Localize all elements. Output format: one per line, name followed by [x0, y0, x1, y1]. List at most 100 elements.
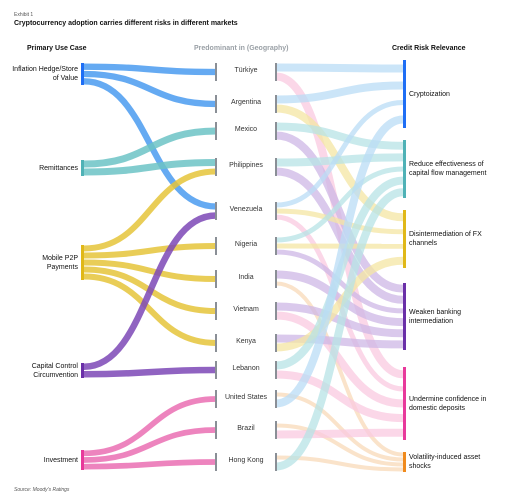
risk-label-volatility: Volatility-induced asset shocks — [409, 454, 481, 470]
geography-label-brazil: Brazil — [237, 425, 255, 432]
node-bar-left-venezuela — [215, 202, 217, 220]
exhibit-label: Exhibit 1 — [14, 12, 34, 18]
diagram-title: Cryptocurrency adoption carries differen… — [14, 20, 238, 27]
node-bar-left-lebanon — [215, 361, 217, 379]
geography-label-kenya: Kenya — [236, 338, 256, 345]
flow-right-argentina-cryptoization — [275, 81, 404, 104]
flow-right-mexico-capital_flow — [275, 122, 404, 150]
node-bar-right-turkiye — [275, 63, 277, 81]
node-bar-cryptoization — [403, 60, 406, 128]
geography-label-vietnam: Vietnam — [233, 306, 259, 313]
flow-right-brazil-deposits — [275, 428, 404, 439]
node-bar-capital_control — [81, 363, 84, 378]
node-bar-left-turkiye — [215, 63, 217, 81]
geography-label-hong_kong: Hong Kong — [228, 457, 264, 464]
node-bar-remittances — [81, 160, 84, 176]
node-bar-left-india — [215, 270, 217, 288]
use-case-label-p2p: Mobile P2P Payments — [42, 254, 78, 271]
node-bar-p2p — [81, 245, 84, 280]
node-bar-right-philippines — [275, 158, 277, 176]
risk-label-fx: Disintermediation of FX channels — [409, 231, 482, 247]
flow-left-p2p-kenya — [83, 273, 217, 346]
flow-left-investment-brazil — [83, 427, 217, 463]
flow-right-philippines-capital_flow — [275, 153, 404, 167]
node-bar-right-argentina — [275, 95, 277, 113]
flow-left-investment-hong_kong — [83, 459, 217, 470]
node-bar-inflation — [81, 63, 84, 85]
node-bar-right-kenya — [275, 334, 277, 352]
node-bar-right-brazil — [275, 421, 277, 439]
geography-label-mexico: Mexico — [234, 126, 258, 133]
flow-left-p2p-nigeria — [83, 243, 217, 259]
node-bar-right-united_states — [275, 390, 277, 408]
flow-left-p2p-philippines — [83, 168, 217, 252]
node-bar-volatility — [403, 452, 406, 472]
node-bar-left-united_states — [215, 390, 217, 408]
flow-right-vietnam-deposits — [275, 311, 404, 408]
use-case-label-inflation: Inflation Hedge/Store of Value — [12, 66, 78, 82]
flow-left-inflation-turkiye — [83, 63, 217, 76]
flow-left-remittances-philippines — [83, 159, 217, 176]
node-bar-fx — [403, 210, 406, 268]
node-bar-left-kenya — [215, 334, 217, 352]
flow-right-mexico-banking — [275, 131, 404, 293]
node-bar-banking — [403, 283, 406, 350]
flow-left-capital_control-venezuela — [83, 212, 217, 370]
header-use-case: Primary Use Case — [27, 45, 87, 52]
geography-label-argentina: Argentina — [231, 99, 261, 106]
node-bar-investment — [81, 450, 84, 470]
flow-left-p2p-india — [83, 259, 217, 282]
flow-left-capital_control-lebanon — [83, 366, 217, 378]
node-bar-capital_flow — [403, 140, 406, 198]
use-case-label-capital_control: Capital Control Circumvention — [31, 362, 78, 379]
flow-right-philippines-banking — [275, 167, 404, 304]
header-risk: Credit Risk Relevance — [392, 45, 466, 52]
node-bar-right-lebanon — [275, 361, 277, 379]
flow-right-lebanon-deposits — [275, 370, 404, 423]
node-bar-left-vietnam — [215, 302, 217, 320]
flow-right-india-volatility — [275, 281, 404, 457]
node-bar-right-hong_kong — [275, 453, 277, 471]
flow-left-inflation-argentina — [83, 70, 217, 108]
flow-left-remittances-mexico — [83, 127, 217, 168]
geography-label-turkiye: Türkiye — [234, 67, 258, 74]
use-case-label-investment: Investment — [43, 456, 78, 464]
flow-right-hong_kong-capital_flow — [275, 188, 404, 471]
geography-label-united_states: United States — [224, 394, 268, 401]
geography-label-venezuela: Venezuela — [229, 206, 263, 213]
header-geography: Predominant in (Geography) — [194, 45, 289, 52]
flow-left-investment-united_states — [83, 396, 217, 457]
node-bar-right-nigeria — [275, 237, 277, 255]
node-bar-right-india — [275, 270, 277, 288]
node-bar-right-venezuela — [275, 202, 277, 220]
source-note: Source: Moody's Ratings — [14, 487, 70, 493]
node-bar-right-vietnam — [275, 302, 277, 320]
geography-label-nigeria: Nigeria — [234, 241, 258, 248]
flow-right-turkiye-deposits — [275, 72, 404, 379]
geography-label-india: India — [238, 274, 254, 281]
flow-right-brazil-volatility — [275, 423, 404, 467]
node-bar-left-argentina — [215, 95, 217, 113]
geography-label-philippines: Philippines — [229, 162, 263, 169]
node-bar-right-mexico — [275, 122, 277, 140]
node-bar-left-philippines — [215, 158, 217, 176]
flow-right-united_states-cryptoization — [275, 115, 404, 408]
node-bar-deposits — [403, 367, 406, 440]
risk-label-cryptoization: Cryptoization — [409, 90, 450, 98]
geography-label-lebanon: Lebanon — [232, 365, 260, 372]
flow-right-venezuela-fx — [275, 208, 404, 235]
node-bar-left-hong_kong — [215, 453, 217, 471]
use-case-label-remittances: Remittances — [39, 164, 78, 172]
node-bar-left-nigeria — [215, 237, 217, 255]
risk-label-banking: Weaken banking intermediation — [409, 308, 462, 325]
node-bar-left-brazil — [215, 421, 217, 439]
flow-right-nigeria-capital_flow — [275, 166, 404, 243]
node-bar-left-mexico — [215, 122, 217, 140]
risk-label-capital_flow: Reduce effectiveness of capital flow man… — [409, 161, 487, 177]
flow-right-turkiye-cryptoization — [275, 63, 404, 73]
risk-label-deposits: Undermine confidence in domestic deposit… — [409, 395, 487, 412]
flow-right-venezuela-cryptoization — [275, 100, 404, 208]
flow-right-kenya-fx — [275, 256, 404, 352]
